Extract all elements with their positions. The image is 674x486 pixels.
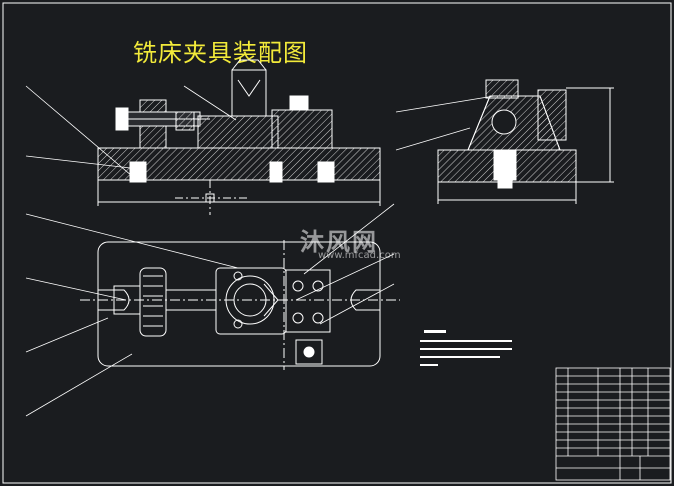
top-hole-plate: [285, 269, 331, 333]
side-top-block: [485, 79, 519, 99]
parts-list-table: [555, 367, 671, 481]
front-knurled-nut: [175, 111, 195, 131]
drawing-title: 铣床夹具装配图: [133, 39, 308, 67]
leader-lines: [25, 85, 495, 417]
front-clamp-body: [197, 115, 279, 149]
watermark-brand: 沐风网: [300, 228, 378, 256]
top-base-plate: [97, 241, 381, 367]
top-workpiece-circle: [225, 275, 275, 325]
side-hatched-jaw: [537, 89, 567, 141]
front-v-block: [231, 69, 267, 117]
technical-notes: [420, 330, 512, 366]
top-lower-block: [295, 339, 323, 365]
side-view: [437, 79, 614, 204]
watermark-url: www.mfcad.com: [318, 250, 401, 261]
front-view: [97, 59, 381, 215]
side-bore: [491, 109, 517, 135]
top-view: [80, 240, 400, 370]
front-right-post: [271, 109, 333, 149]
